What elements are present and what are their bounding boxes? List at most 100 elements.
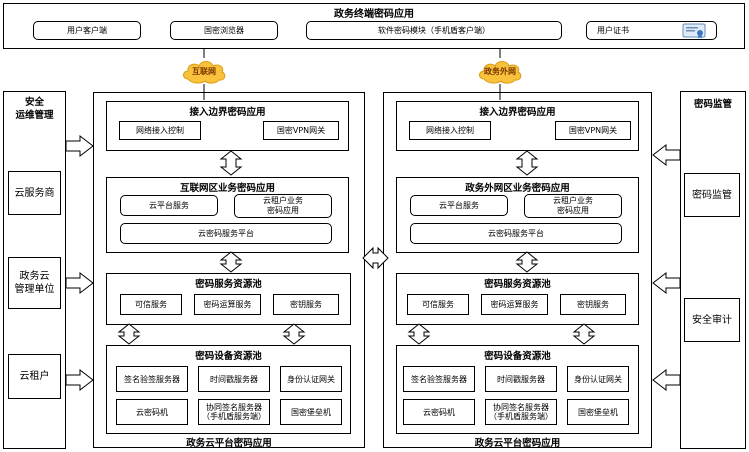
right-service-pool-title: 密码服务资源池 (484, 279, 551, 290)
left-gm-bastion-host: 国密堡垒机 (280, 399, 342, 425)
left-timestamp-server: 时间戳服务器 (198, 366, 270, 392)
left-crypto-device-pool: 密码设备资源池 签名验签服务器 时间戳服务器 身份认证网关 云密码机 协同签名服… (106, 345, 351, 434)
left-collab-sign-server: 协同签名服务器 （手机盾服务端） (198, 399, 270, 425)
right-trusted-service-label: 可信服务 (422, 300, 454, 309)
right-access-boundary: 接入边界密码应用 网络接入控制 国密VPN网关 (396, 101, 639, 151)
certificate-icon (682, 23, 706, 39)
left-trusted-service: 可信服务 (120, 294, 182, 315)
right-crypto-compute-service: 密码运算服务 (481, 294, 548, 315)
left-identity-auth-gateway: 身份认证网关 (280, 366, 342, 392)
terminal-panel: 政务终端密码应用 用户客户端 国密浏览器 软件密码模块（手机盾客户端） 用户证书 (3, 3, 745, 49)
cloud-tenant-box: 云租户 (8, 354, 61, 399)
left-crypto-compute-service: 密码运算服务 (194, 294, 261, 315)
left-trusted-service-label: 可信服务 (135, 300, 167, 309)
left-business-title: 互联网区业务密码应用 (179, 183, 275, 194)
left-gm-vpn-gateway-label: 国密VPN网关 (276, 126, 326, 135)
cloud-provider-label: 云服务商 (14, 188, 55, 199)
right-gm-vpn-gateway-label: 国密VPN网关 (568, 126, 618, 135)
left-cloud-crypto-machine: 云密码机 (116, 399, 188, 425)
right-business-pool-arrow (515, 251, 539, 273)
left-tenant-business-crypto: 云租户业务 密码应用 (234, 194, 332, 218)
right-tenant-business-crypto: 云租户业务 密码应用 (524, 194, 622, 218)
right-sign-verify-server: 签名验签服务器 (403, 366, 475, 392)
crypto-supervision-label: 密码监管 (692, 190, 732, 201)
left-zone: 接入边界密码应用 网络接入控制 国密VPN网关 互联网区业务密码应用 云平台服务… (93, 92, 365, 449)
left-key-service: 密钥服务 (273, 294, 339, 315)
right-business-title: 政务外网区业务密码应用 (465, 183, 570, 194)
gov-extranet-cloud-icon (479, 61, 522, 84)
left-timestamp-server-label: 时间戳服务器 (210, 374, 258, 384)
security-audit-label: 安全审计 (692, 315, 732, 326)
left-gm-bastion-host-label: 国密堡垒机 (291, 407, 331, 417)
left-device-pool-title: 密码设备资源池 (195, 351, 262, 362)
user-certificate-box: 用户证书 (586, 21, 717, 40)
right-identity-auth-gateway: 身份认证网关 (567, 366, 629, 392)
right-gm-bastion-host-label: 国密堡垒机 (578, 407, 618, 417)
right-crypto-device-pool: 密码设备资源池 签名验签服务器 时间戳服务器 身份认证网关 云密码机 协同签名服… (396, 345, 639, 434)
left-business-pool-arrow (219, 251, 243, 273)
zone-interconnect-arrow (362, 246, 389, 270)
user-client-box: 用户客户端 (33, 21, 141, 40)
right-pool-device-arrow-1 (407, 323, 431, 345)
gov-cloud-admin-label: 政务云 管理单位 (14, 271, 55, 295)
right-crypto-service-pool: 密码服务资源池 可信服务 密码运算服务 密钥服务 (396, 273, 639, 325)
left-zone-footer: 政务云平台密码应用 (186, 438, 272, 449)
crypto-supervision-panel: 密码监管 密码监管 安全审计 (680, 91, 746, 449)
right-collab-sign-server-label: 协同签名服务器 （手机盾服务端） (489, 403, 553, 421)
right-zone-footer: 政务云平台密码应用 (474, 438, 561, 449)
right-network-access-control: 网络接入控制 (409, 121, 491, 140)
right-device-pool-title: 密码设备资源池 (484, 351, 551, 362)
right-identity-auth-gateway-label: 身份认证网关 (574, 374, 622, 384)
left-sign-verify-server-label: 签名验签服务器 (124, 374, 180, 384)
security-ops-title: 安全 运维管理 (15, 97, 54, 121)
left-cloud-platform-service: 云平台服务 (120, 195, 218, 216)
left-gm-vpn-gateway: 国密VPN网关 (263, 121, 339, 140)
left-key-service-label: 密钥服务 (290, 300, 322, 309)
right-sign-verify-server-label: 签名验签服务器 (411, 374, 467, 384)
left-business-area: 互联网区业务密码应用 云平台服务 云租户业务 密码应用 云密码服务平台 (106, 177, 349, 253)
gov-extranet-cloud-label: 政务外网 (484, 67, 516, 76)
cloud-provider-box: 云服务商 (8, 171, 61, 215)
right-cloud-platform-service: 云平台服务 (410, 195, 508, 216)
right-gm-vpn-gateway: 国密VPN网关 (555, 121, 631, 140)
right-timestamp-server-label: 时间戳服务器 (497, 374, 545, 384)
right-network-access-control-label: 网络接入控制 (426, 126, 474, 135)
left-pool-device-arrow-1 (117, 323, 141, 345)
right-business-area: 政务外网区业务密码应用 云平台服务 云租户业务 密码应用 云密码服务平台 (396, 177, 639, 253)
left-cloud-crypto-service-platform: 云密码服务平台 (120, 223, 332, 244)
left-access-boundary: 接入边界密码应用 网络接入控制 国密VPN网关 (106, 101, 349, 151)
gm-browser-box: 国密浏览器 (170, 21, 278, 40)
left-crypto-compute-service-label: 密码运算服务 (203, 300, 252, 309)
right-supervision-arrow-1 (652, 143, 681, 167)
right-zone: 接入边界密码应用 网络接入控制 国密VPN网关 政务外网区业务密码应用 云平台服… (383, 92, 652, 449)
right-access-title: 接入边界密码应用 (479, 107, 556, 118)
left-pool-device-arrow-2 (282, 323, 306, 345)
internet-cloud-label: 互联网 (192, 67, 216, 76)
left-network-access-control-label: 网络接入控制 (136, 126, 184, 135)
left-network-access-control: 网络接入控制 (119, 121, 201, 140)
left-service-pool-title: 密码服务资源池 (195, 279, 262, 290)
right-supervision-arrow-3 (652, 368, 681, 392)
right-key-service-label: 密钥服务 (577, 300, 609, 309)
right-key-service: 密钥服务 (560, 294, 626, 315)
crypto-supervision-box: 密码监管 (684, 173, 740, 217)
security-audit-box: 安全审计 (684, 298, 740, 342)
gov-cloud-admin-box: 政务云 管理单位 (8, 257, 61, 309)
software-crypto-module-box: 软件密码模块（手机盾客户端） (306, 21, 562, 40)
left-access-title: 接入边界密码应用 (189, 107, 266, 118)
right-cloud-crypto-machine-label: 云密码机 (423, 407, 455, 417)
left-sign-verify-server: 签名验签服务器 (116, 366, 188, 392)
right-timestamp-server: 时间戳服务器 (485, 366, 557, 392)
right-pool-device-arrow-2 (572, 323, 596, 345)
right-trusted-service: 可信服务 (407, 294, 469, 315)
left-ops-arrow-1 (65, 134, 94, 158)
left-identity-auth-gateway-label: 身份认证网关 (287, 374, 335, 384)
cloud-tenant-label: 云租户 (19, 371, 50, 382)
right-crypto-compute-service-label: 密码运算服务 (490, 300, 539, 309)
internet-cloud-icon (183, 61, 226, 84)
left-access-business-arrow (219, 150, 243, 176)
right-gm-bastion-host: 国密堡垒机 (567, 399, 629, 425)
left-ops-arrow-2 (65, 271, 94, 295)
crypto-supervision-title: 密码监管 (693, 99, 732, 110)
